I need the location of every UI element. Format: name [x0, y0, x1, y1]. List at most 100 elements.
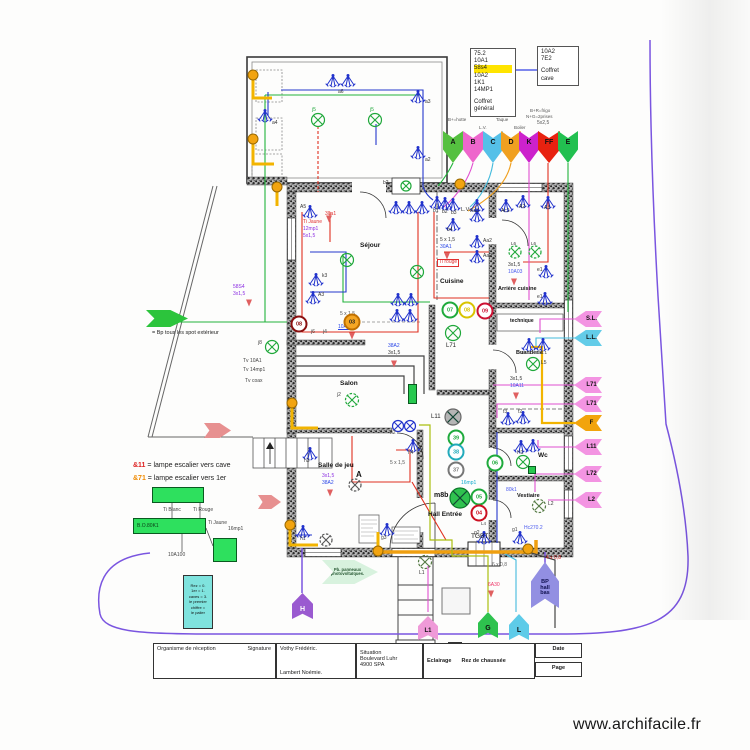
plan-label: L6: [511, 241, 517, 246]
room-label: Salle de jeu: [318, 462, 354, 469]
plan-label: 38A2: [388, 343, 400, 349]
cable-marker: [327, 489, 333, 497]
luminaire-icon: [340, 74, 356, 88]
plan-label: Ti rouge: [437, 259, 460, 267]
circuit-badge: 37: [447, 461, 465, 479]
arrow-l-l-: L.L.: [574, 330, 602, 346]
plan-label: = Bp tous les spot extérieur: [152, 330, 219, 336]
plan-label: a4: [272, 120, 278, 126]
wires-lime: [419, 424, 489, 612]
lamp-symbol: [531, 498, 547, 514]
footer-author: Lambert Noémie.: [280, 670, 323, 676]
footer-situation: Boulevard Luhr: [360, 656, 398, 662]
cable-marker: [513, 392, 519, 400]
legend-line: 1K1: [474, 79, 485, 86]
wires-green: [152, 94, 569, 323]
footer-situation: 4900 SPA: [360, 662, 385, 668]
green-box: [152, 487, 204, 503]
footer-floor: Rez de chaussée: [461, 658, 506, 664]
plan-label: L.V.: [479, 125, 487, 130]
luminaire-icon: [390, 293, 406, 307]
arrow-f: F: [574, 415, 602, 431]
level-note-line: chiffre =: [190, 604, 206, 610]
exterior-stairs: [252, 437, 333, 469]
arrow-d: D: [501, 131, 521, 163]
room-label: Hall Entrée: [428, 511, 462, 518]
circuit-badge: 07: [441, 301, 459, 319]
arrow-l72: L72: [574, 466, 602, 482]
plan-label: 3x1,5: [388, 350, 401, 356]
legend-caption: général: [474, 106, 495, 113]
window-midlines: [291, 187, 569, 553]
cable-marker: [326, 215, 332, 223]
luminaire-icon: [525, 439, 541, 453]
room-label: technique: [510, 318, 534, 324]
room-label: Arrière cuisine: [498, 286, 537, 292]
plan-label: h4: [408, 450, 414, 456]
luminaire-icon: [469, 209, 485, 223]
luminaire-icon: [410, 90, 426, 104]
room-label: Vestiaire: [517, 493, 540, 499]
plan-label: B+R=frigo: [530, 108, 551, 113]
plan-label: m8b: [434, 492, 449, 499]
lamp-symbol: [417, 554, 433, 570]
terrace-outline: [147, 185, 253, 438]
lamp-symbol: [444, 324, 462, 342]
footer-org-label: Organisme de réception: [157, 646, 216, 652]
level-note-line: le palier: [190, 609, 205, 615]
luminaire-icon: [389, 309, 405, 323]
luminaire-icon: [498, 199, 514, 213]
plan-label: TGBT: [471, 533, 489, 540]
junction-box: [286, 397, 298, 409]
luminaire-icon: [500, 412, 516, 426]
archifacile-watermark: www.archifacile.fr: [573, 716, 702, 733]
circuit-badge: 08: [290, 315, 308, 333]
luminaire-icon: [308, 273, 324, 287]
legend-line: 10A2: [474, 72, 489, 79]
lamp-symbol: [409, 264, 425, 280]
green-box: [408, 384, 417, 404]
plan-label: 80k1: [506, 487, 517, 493]
arrow-l1: L1: [418, 616, 438, 640]
lamp-symbol: [264, 339, 280, 355]
plan-label: j8: [258, 340, 262, 346]
equipment-boxes: [358, 177, 564, 567]
room-label: Wc: [538, 452, 548, 459]
cable-marker: [444, 252, 450, 260]
lamp-symbol: [515, 454, 531, 470]
footer-cell-organisme: Organisme de réception Signature: [153, 643, 276, 679]
plan-label: H1: [517, 450, 524, 456]
plan-label: Ti Rouge: [193, 507, 214, 513]
luminaire-icon: [540, 196, 556, 210]
plan-label: b4: [447, 227, 453, 233]
arrow-l: L: [509, 614, 529, 640]
plan-label: Tv coax: [245, 378, 263, 384]
level-note-line: 1er = 1.: [191, 588, 205, 594]
cable-marker: [488, 590, 494, 598]
lamp-symbol: [508, 245, 522, 259]
luminaire-icon: [403, 293, 419, 307]
arrow-l71: L71: [574, 396, 602, 412]
luminaire-icon: [515, 411, 531, 425]
junction-box: [247, 69, 259, 81]
legend-caption: Coffret: [474, 99, 492, 106]
plan-label: Ti Jaune: [303, 219, 322, 225]
luminaire-icon: [476, 531, 492, 545]
plan-label: L.L.1: [537, 350, 548, 355]
plan-label: Ti Jaune: [208, 520, 227, 526]
plan-label: 3x1,5: [510, 376, 523, 382]
box-links: [171, 503, 214, 552]
plan-label: h1: [300, 536, 306, 542]
luminaire-icon: [515, 195, 531, 209]
plan-label: 5x1,5: [303, 233, 316, 239]
cable-marker: [511, 278, 517, 286]
level-note-line: le premier: [189, 599, 207, 605]
plan-label: L5: [541, 360, 547, 366]
plan-label: 10A03: [508, 269, 523, 275]
